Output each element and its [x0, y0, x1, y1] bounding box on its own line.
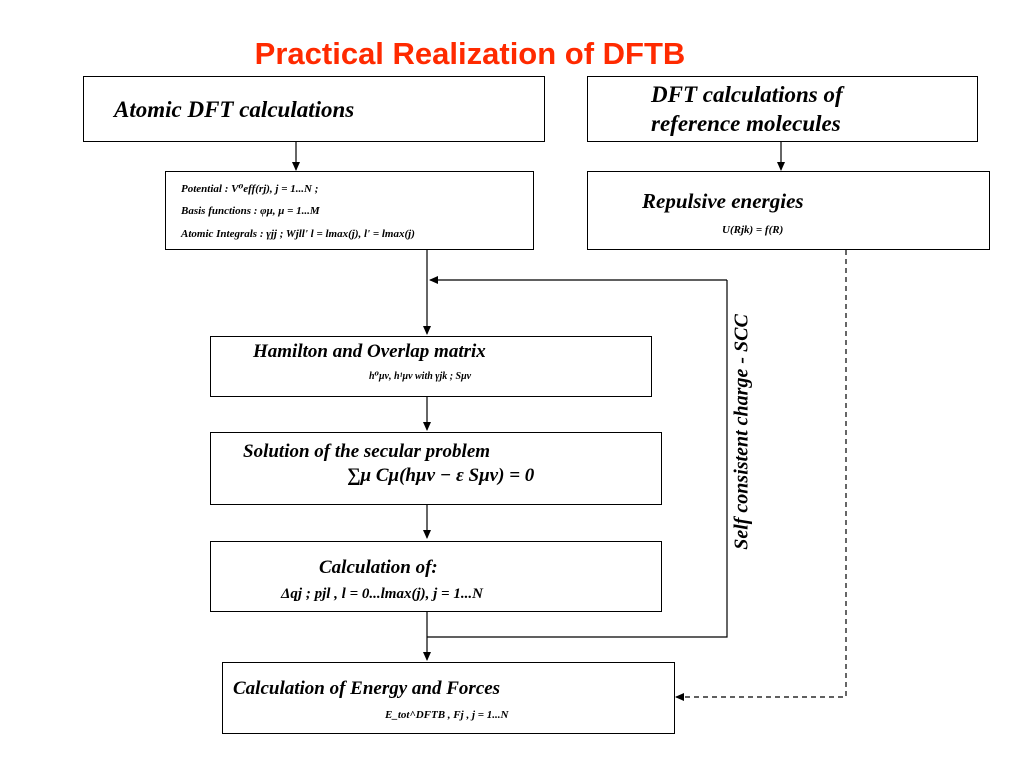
- reference-molecules-box: DFT calculations of reference molecules: [587, 76, 978, 142]
- calculation-of-label: Calculation of:: [319, 557, 438, 578]
- reference-line1: DFT calculations of: [651, 82, 843, 107]
- dashed-repulsive-to-energy: [675, 250, 847, 701]
- scc-loop-line: [427, 280, 728, 638]
- atomic-dft-label: Atomic DFT calculations: [114, 97, 355, 122]
- calculation-of-box: Calculation of: Δqj ; pjl , l = 0...lmax…: [210, 541, 662, 612]
- energy-forces-box: Calculation of Energy and Forces E_tot^D…: [222, 662, 675, 734]
- repulsive-formula: U(Rjk) = f(R): [722, 224, 784, 236]
- hamilton-overlap-box: Hamilton and Overlap matrix h⁰μν, h¹μν w…: [210, 336, 652, 397]
- hamilton-formula: h⁰μν, h¹μν with γjk ; Sμν: [369, 371, 472, 382]
- atomic-parameters-box: Potential : V⁰eff(rj), j = 1...N ; Basis…: [165, 171, 534, 250]
- hamilton-overlap-label: Hamilton and Overlap matrix: [253, 341, 486, 362]
- repulsive-energies-label: Repulsive energies: [642, 189, 804, 213]
- page-title: Practical Realization of DFTB: [254, 36, 686, 71]
- secular-problem-label: Solution of the secular problem: [243, 441, 491, 462]
- atomic-dft-box: Atomic DFT calculations: [83, 76, 545, 142]
- reference-line2: reference molecules: [651, 111, 841, 136]
- energy-forces-label: Calculation of Energy and Forces: [233, 678, 501, 699]
- repulsive-energies-box: Repulsive energies U(Rjk) = f(R): [587, 171, 990, 250]
- secular-formula: ∑μ Cμ(hμν − ε Sμν) = 0: [347, 465, 535, 486]
- atomic-integrals-formula: Atomic Integrals : γjj ; Wjll' l = lmax(…: [181, 228, 415, 240]
- scc-label: Self consistent charge - SCC: [730, 314, 753, 550]
- calculation-formula: Δqj ; pjl , l = 0...lmax(j), j = 1...N: [281, 586, 483, 602]
- basis-functions-formula: Basis functions : φμ, μ = 1...M: [181, 205, 320, 217]
- potential-formula: Potential : V⁰eff(rj), j = 1...N ;: [181, 183, 319, 195]
- energy-forces-formula: E_tot^DFTB , Fj , j = 1...N: [385, 709, 509, 721]
- secular-problem-box: Solution of the secular problem ∑μ Cμ(hμ…: [210, 432, 662, 505]
